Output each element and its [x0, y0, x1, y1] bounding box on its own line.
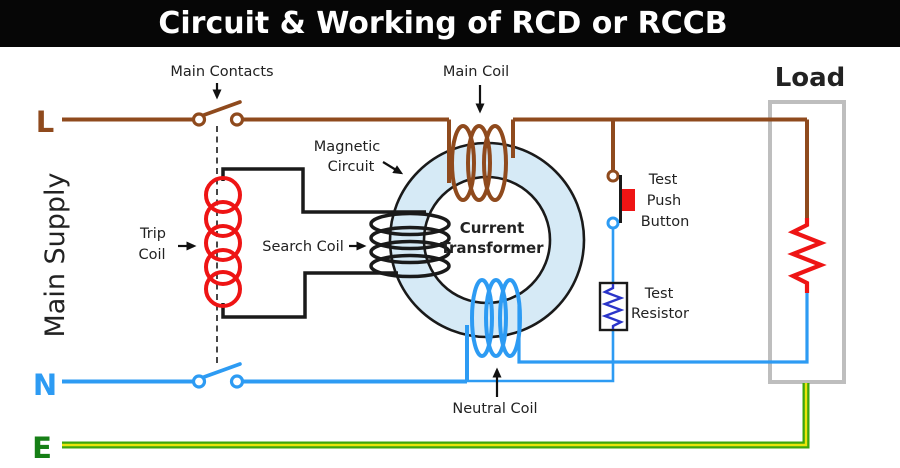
- page-title: Circuit & Working of RCD or RCCB: [158, 6, 727, 41]
- main-coil: [447, 119, 515, 202]
- test-push-button-label-line3: Button: [641, 214, 690, 230]
- test-resistor: [598, 281, 629, 332]
- label-n: N: [33, 368, 57, 402]
- search-coil-label: Search Coil: [262, 239, 343, 255]
- load-resistor: [787, 218, 827, 293]
- main-contacts-switch-l: [191, 100, 245, 127]
- switch-blade-l: [202, 100, 242, 117]
- main-supply-label: Main Supply: [40, 172, 71, 337]
- test-push-button-label-line2: Push: [647, 193, 681, 209]
- e-yellow: [62, 383, 808, 447]
- main-coil-label: Main Coil: [443, 64, 509, 80]
- magnetic-circuit-leads: [221, 167, 451, 319]
- annotation-arrows: [178, 83, 502, 397]
- main-contacts-switch-n: [191, 362, 245, 389]
- label-e: E: [32, 431, 52, 465]
- search-coil: [369, 211, 451, 279]
- main-contacts-label: Main Contacts: [170, 64, 273, 80]
- label-l: L: [36, 105, 54, 139]
- trip-coil-label-line2: Coil: [138, 247, 165, 263]
- switch-blade-n: [202, 362, 242, 379]
- test-resistor-zigzag: [601, 284, 625, 329]
- title-bar: [0, 0, 900, 47]
- test-resistor-label-line1: Test: [644, 286, 674, 302]
- trip-coil: [204, 176, 242, 308]
- current-transformer-label-line1: Current: [460, 219, 525, 237]
- magnetic-circuit-arrow: [382, 161, 404, 175]
- trip-coil-label-line1: Trip: [139, 226, 166, 242]
- search-coil-top-lead: [221, 167, 426, 214]
- diagram-labels: Main Contacts Main Coil Magnetic Circuit…: [40, 63, 845, 417]
- load-box: [768, 100, 846, 384]
- line-n: [62, 228, 809, 389]
- neutral-coil-label: Neutral Coil: [452, 401, 537, 417]
- magnetic-circuit-label-line2: Circuit: [328, 159, 375, 175]
- tpb-l-terminal: [606, 169, 620, 183]
- test-push-button-label-line1: Test: [648, 172, 678, 188]
- tpb-n-terminal: [606, 216, 620, 230]
- tpb-button-cap: [622, 189, 635, 211]
- current-transformer-label-line2: Transformer: [440, 239, 544, 257]
- line-e: [62, 383, 810, 449]
- test-push-button: [606, 169, 635, 230]
- line-l: [62, 100, 809, 218]
- test-resistor-label-line2: Resistor: [631, 306, 689, 322]
- test-resistor-bottom-lead: [467, 330, 615, 383]
- search-coil-bottom-lead: [221, 271, 398, 319]
- magnetic-circuit-label-line1: Magnetic: [314, 139, 380, 155]
- load-label: Load: [775, 63, 846, 93]
- n-to-load: [517, 293, 809, 364]
